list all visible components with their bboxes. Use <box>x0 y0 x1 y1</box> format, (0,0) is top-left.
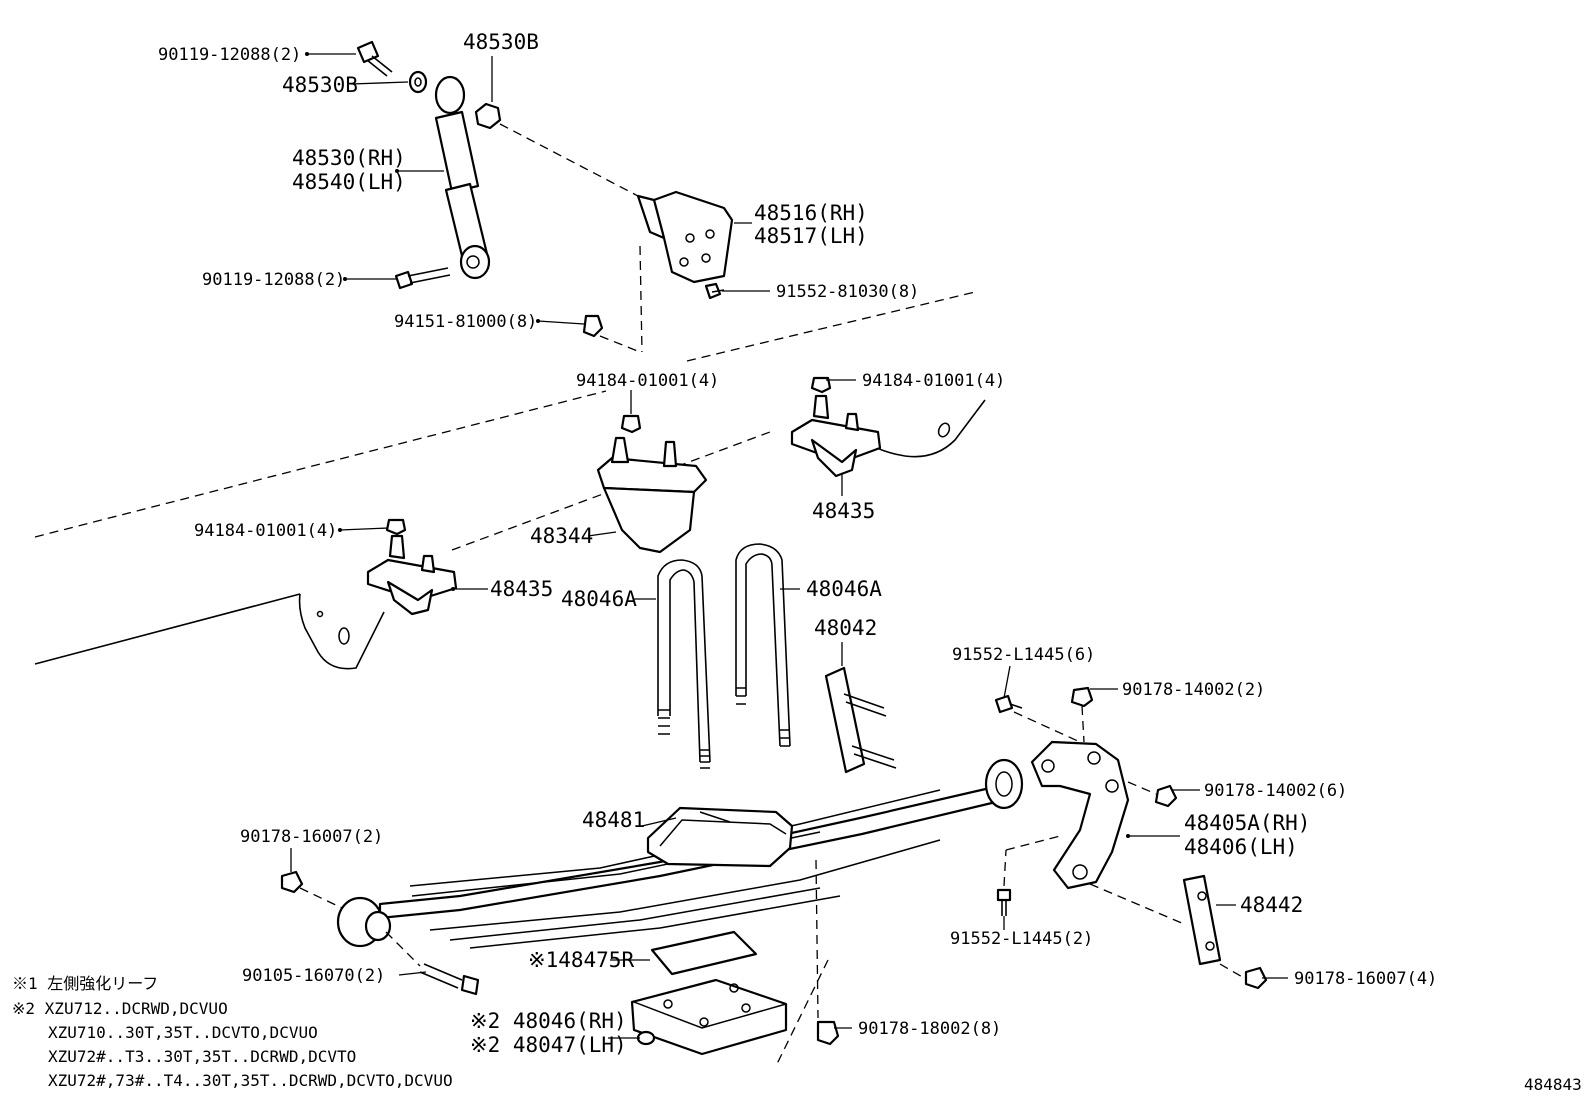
label-94184-01001-right: 94184-01001(4) <box>862 371 1005 391</box>
label-90178-18002: 90178-18002(8) <box>858 1019 1001 1039</box>
bracket-bolt-icon <box>704 282 725 300</box>
bolt-91552-bottom-icon <box>996 888 1012 916</box>
label-90119-12088-lower: 90119-12088(2) <box>202 270 345 290</box>
bolt-90105-icon <box>419 963 480 996</box>
note-4: XZU72#..T3..30T,35T..DCRWD,DCVTO <box>48 1047 356 1066</box>
label-90105-16070: 90105-16070(2) <box>242 966 385 986</box>
footnotes: ※1 左側強化リーフ ※2 XZU712..DCRWD,DCVUO XZU710… <box>12 974 453 1090</box>
label-48406-lh: 48406(LH) <box>1184 835 1298 859</box>
note-2: ※2 XZU712..DCRWD,DCVUO <box>12 999 228 1018</box>
label-94151-81000: 94151-81000(8) <box>394 312 537 332</box>
nut-90178-18002-icon <box>816 1020 840 1046</box>
spring-pad-left <box>366 534 458 616</box>
label-94184-01001-left: 94184-01001(4) <box>194 521 337 541</box>
spring-eye-bushing <box>336 896 392 948</box>
label-48540-lh: 48540(LH) <box>292 170 406 194</box>
label-48435-left: 48435 <box>490 577 553 601</box>
label-91552-l1445-6: 91552-L1445(6) <box>952 645 1095 665</box>
label-48530b-right: 48530B <box>463 30 539 54</box>
spring-hanger-bracket <box>1030 740 1130 890</box>
label-94184-01001-center: 94184-01001(4) <box>576 371 719 391</box>
label-48481: 48481 <box>582 808 645 832</box>
bolt-lower-icon <box>394 267 451 290</box>
label-48435-right: 48435 <box>812 499 875 523</box>
label-48042: 48042 <box>814 616 877 640</box>
bumper-stopper <box>596 436 708 554</box>
label-48517-lh: 48517(LH) <box>754 224 868 248</box>
label-48405a-rh: 48405A(RH) <box>1184 811 1310 835</box>
bolt-upper-icon <box>356 40 393 77</box>
note-5: XZU72#,73#..T4..30T,35T..DCRWD,DCVTO,DCV… <box>48 1071 453 1090</box>
label-48046a-left: 48046A <box>561 587 637 611</box>
small-nut-icon <box>582 314 604 338</box>
label-48530b-left: 48530B <box>282 73 358 97</box>
part-labels: 90119-12088(2) 48530B 48530B 48530(RH) 4… <box>158 30 1437 1057</box>
spring-seat <box>646 806 794 868</box>
label-90178-16007-4: 90178-16007(4) <box>1294 969 1437 989</box>
nut-90178-14002-side-icon <box>1154 784 1178 808</box>
label-48046a-right: 48046A <box>806 577 882 601</box>
nut-icon <box>474 102 502 130</box>
u-bolt-left <box>657 559 711 769</box>
label-48530-rh: 48530(RH) <box>292 146 406 170</box>
bushing-icon <box>408 70 428 94</box>
u-bolt-seat <box>630 978 788 1056</box>
nut-90178-14002-top-icon <box>1070 686 1094 708</box>
leaf-spring <box>378 758 1024 949</box>
spring-shackle <box>1182 874 1222 966</box>
nut-94184-left-icon <box>385 518 407 536</box>
nut-90178-16007-left-icon <box>280 870 304 894</box>
label-90119-12088-upper: 90119-12088(2) <box>158 45 301 65</box>
label-48516-rh: 48516(RH) <box>754 201 868 225</box>
label-91552-81030: 91552-81030(8) <box>776 282 919 302</box>
leader-lines <box>290 52 1288 1039</box>
label-48442: 48442 <box>1240 893 1303 917</box>
label-90178-14002-2: 90178-14002(2) <box>1122 680 1265 700</box>
shock-absorber <box>434 75 491 280</box>
label-48475r: ※148475R <box>528 948 634 972</box>
assembly-lines <box>299 123 1245 1067</box>
note-1: ※1 左側強化リーフ <box>12 974 158 993</box>
nut-90178-16007-right-icon <box>1244 966 1268 990</box>
spring-plate <box>650 930 758 976</box>
nut-94184-center-icon <box>620 414 642 434</box>
shock-bracket <box>636 190 734 284</box>
bolt-91552-top-icon <box>994 694 1023 714</box>
note-3: XZU710..30T,35T..DCVTO,DCVUO <box>48 1023 318 1042</box>
label-90178-16007-2: 90178-16007(2) <box>240 827 383 847</box>
u-bolt-right <box>735 543 791 747</box>
label-91552-l1445-2: 91552-L1445(2) <box>950 929 1093 949</box>
label-48344: 48344 <box>530 524 593 548</box>
label-90178-14002-6: 90178-14002(6) <box>1204 781 1347 801</box>
nut-94184-right-icon <box>810 376 832 394</box>
spring-clamp <box>824 666 897 774</box>
figure-id: 484843 <box>1524 1075 1582 1094</box>
label-48046-rh: ※2 48046(RH) <box>470 1009 627 1033</box>
label-48047-lh: ※2 48047(LH) <box>470 1033 627 1057</box>
spring-pad-right <box>790 394 882 478</box>
